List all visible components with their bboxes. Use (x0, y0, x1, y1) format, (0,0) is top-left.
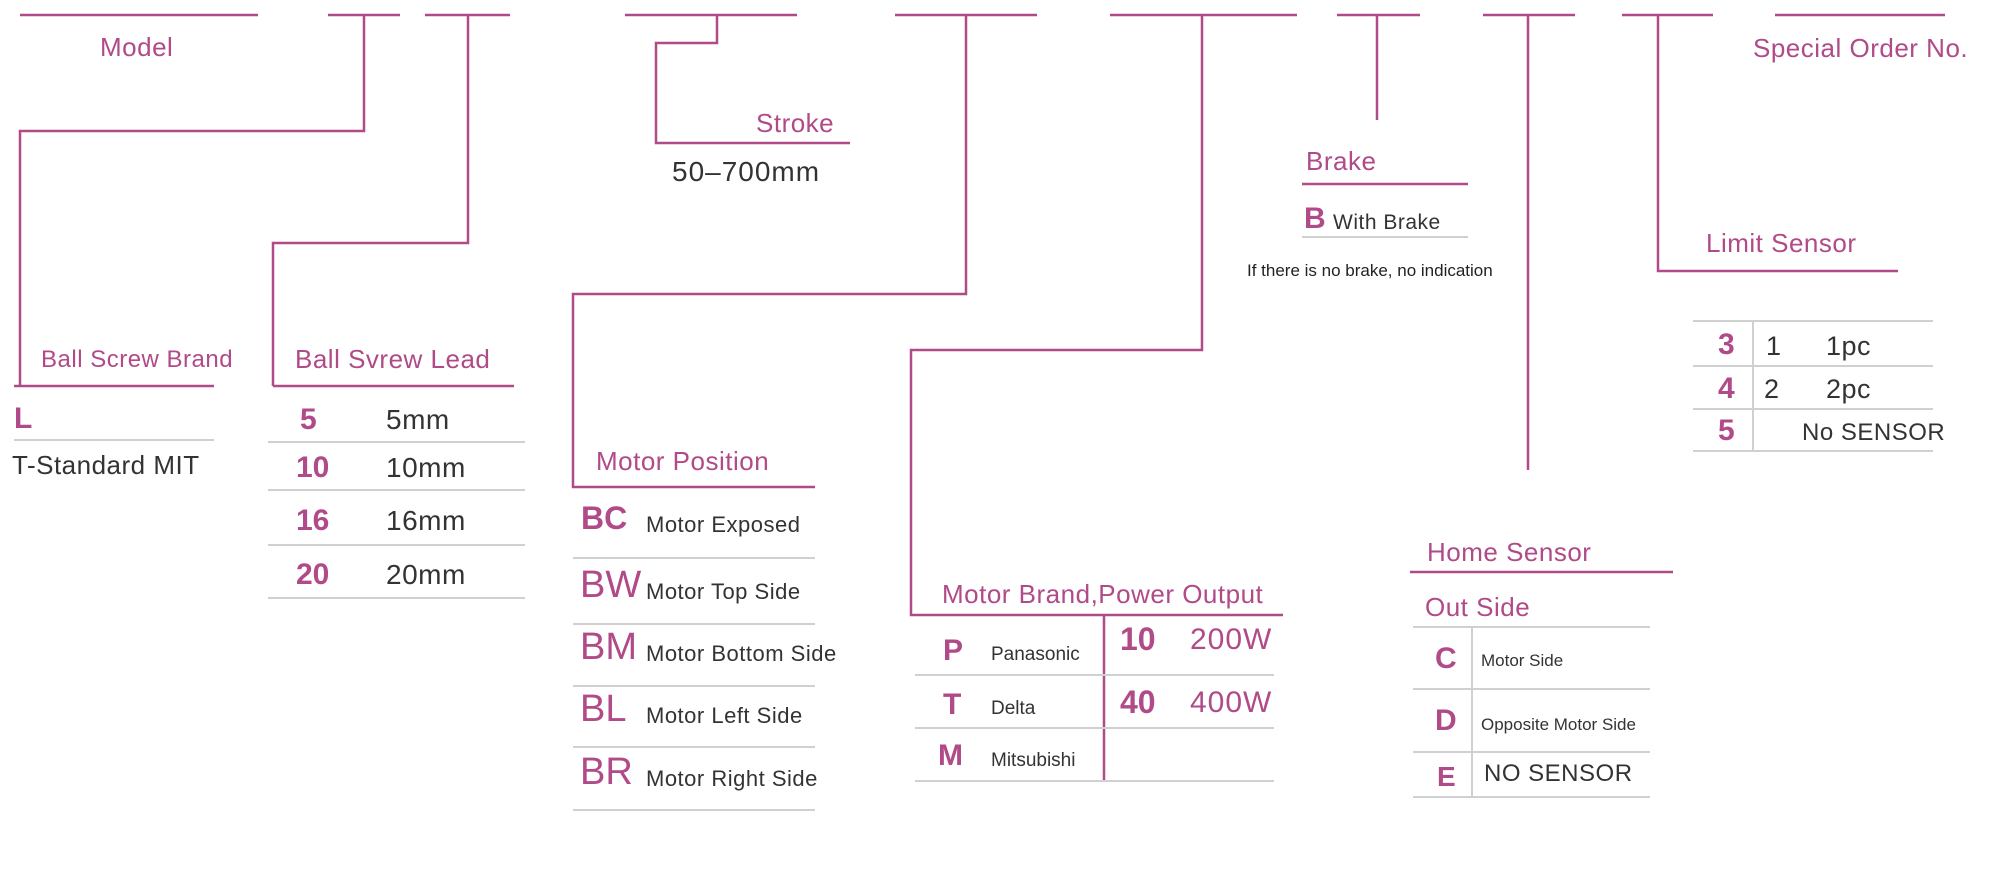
connector-ball-screw-brand (18, 15, 366, 386)
home-sensor-label: NO SENSOR (1484, 760, 1633, 787)
motor-position-label: Motor Right Side (646, 766, 818, 791)
connector-stroke (654, 15, 850, 145)
connector-motor-brand (909, 15, 1283, 617)
lead-code: 10 (296, 451, 330, 484)
home-sensor-code: E (1437, 761, 1456, 792)
motor-position-code: BM (580, 626, 637, 668)
home-sensor-subtitle: Out Side (1425, 592, 1531, 622)
lead-value: 20mm (386, 559, 466, 590)
limit-sensor-code: 5 (1718, 414, 1735, 447)
home-sensor-code: D (1435, 704, 1457, 737)
limit-sensor-count: 2 (1764, 374, 1780, 404)
power-code: 10 (1120, 621, 1156, 657)
limit-sensor-label: No SENSOR (1802, 419, 1946, 446)
home-sensor-label: Opposite Motor Side (1481, 715, 1636, 734)
motor-position-code: BL (580, 688, 627, 730)
limit-sensor-count: 1 (1766, 331, 1782, 361)
power-value: 400W (1190, 686, 1273, 719)
home-sensor-title: Home Sensor (1427, 537, 1592, 567)
limit-sensor-label: 1pc (1826, 331, 1872, 361)
motor-position-code: BR (580, 751, 633, 793)
brake-note: If there is no brake, no indication (1247, 261, 1493, 280)
motor-position-label: Motor Exposed (646, 512, 801, 537)
motor-brand-title: Motor Brand,Power Output (942, 579, 1264, 609)
motor-brand-code: M (938, 739, 963, 772)
limit-sensor-title: Limit Sensor (1706, 228, 1857, 258)
motor-brand-code: T (943, 688, 962, 721)
motor-brand-code: P (943, 634, 964, 667)
motor-position-label: Motor Bottom Side (646, 641, 837, 666)
lead-value: 10mm (386, 452, 466, 483)
motor-position-label: Motor Left Side (646, 703, 803, 728)
ball-screw-brand-code: L (14, 402, 33, 435)
motor-position-code: BC (581, 500, 628, 536)
motor-position-code: BW (580, 564, 642, 606)
model-title: Model (100, 32, 174, 62)
lead-value: 5mm (386, 404, 450, 435)
stroke-range: 50–700mm (672, 156, 821, 187)
power-code: 40 (1120, 684, 1156, 720)
ball-screw-lead-title: Ball Svrew Lead (295, 344, 491, 374)
stroke-title: Stroke (756, 108, 835, 138)
motor-brand-name: Delta (991, 698, 1036, 719)
lead-code: 20 (296, 558, 330, 591)
power-value: 200W (1190, 623, 1273, 656)
home-sensor-code: C (1435, 642, 1457, 675)
special-order-title: Special Order No. (1753, 33, 1969, 63)
home-sensor-label: Motor Side (1481, 651, 1564, 670)
motor-position-title: Motor Position (596, 446, 770, 476)
connector-motor-position (571, 15, 968, 489)
brake-title: Brake (1306, 146, 1377, 176)
lead-value: 16mm (386, 505, 466, 536)
limit-sensor-code: 4 (1718, 372, 1735, 405)
limit-sensor-label: 2pc (1826, 374, 1872, 404)
motor-brand-name: Mitsubishi (991, 750, 1076, 771)
brake-label: With Brake (1333, 211, 1441, 234)
lead-code: 16 (296, 504, 330, 537)
ball-screw-brand-description: T-Standard MIT (12, 450, 200, 480)
connector-ball-screw-lead (271, 15, 470, 386)
ball-screw-brand-title: Ball Screw Brand (41, 346, 234, 373)
limit-sensor-code: 3 (1718, 328, 1735, 361)
lead-code: 5 (300, 403, 317, 436)
connector-limit-sensor (1656, 15, 1898, 273)
brake-code: B (1304, 202, 1326, 235)
motor-position-label: Motor Top Side (646, 579, 801, 604)
motor-brand-name: Panasonic (991, 644, 1080, 665)
